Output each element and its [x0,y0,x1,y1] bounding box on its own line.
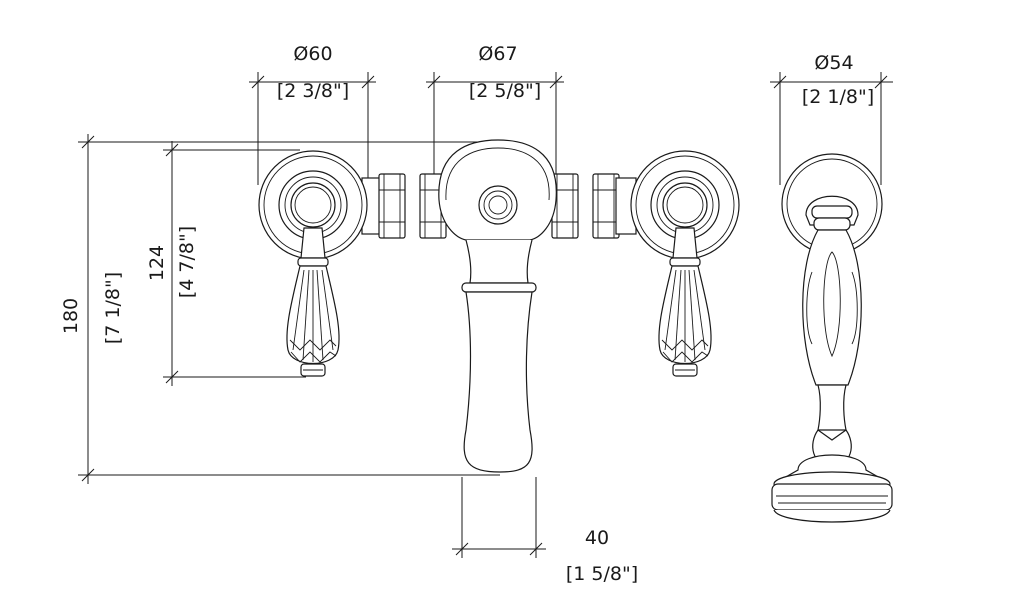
left-lever-handle [258,150,368,377]
center-spout [438,139,557,473]
overall-height-metric: 180 [60,298,82,334]
spout-projection-imperial: [1 5/8"] [566,563,638,585]
handshower-diameter-imperial: [2 1/8"] [802,86,874,108]
dimension-overall-height: 180 [7 1/8"] [60,134,500,484]
dimension-spout-projection: 40 [1 5/8"] [452,477,638,585]
dimension-handshower-diameter: Ø54 [2 1/8"] [770,52,893,185]
right-lever-handle [630,150,740,377]
handle-height-imperial: [4 7/8"] [176,226,198,298]
spout-diameter-metric: Ø67 [478,43,517,65]
handshower-diameter-metric: Ø54 [814,52,853,74]
connector-nut-left [361,173,406,239]
overall-height-imperial: [7 1/8"] [102,272,124,344]
right-lever-fluting [661,269,709,363]
dimension-spout-diameter: Ø67 [2 5/8"] [426,43,564,190]
handle-diameter-imperial: [2 3/8"] [277,80,349,102]
dimension-handle-height: 124 [4 7/8"] [146,141,306,386]
connector-nut-center-right [551,173,579,239]
dimension-handle-diameter: Ø60 [2 3/8"] [249,43,376,185]
spout-diameter-imperial: [2 5/8"] [469,80,541,102]
handshower [771,153,893,523]
handle-diameter-metric: Ø60 [293,43,332,65]
left-lever-fluting [289,269,337,363]
spout-projection-metric: 40 [585,527,609,549]
connector-nut-right [592,173,637,239]
handle-height-metric: 124 [146,245,168,281]
